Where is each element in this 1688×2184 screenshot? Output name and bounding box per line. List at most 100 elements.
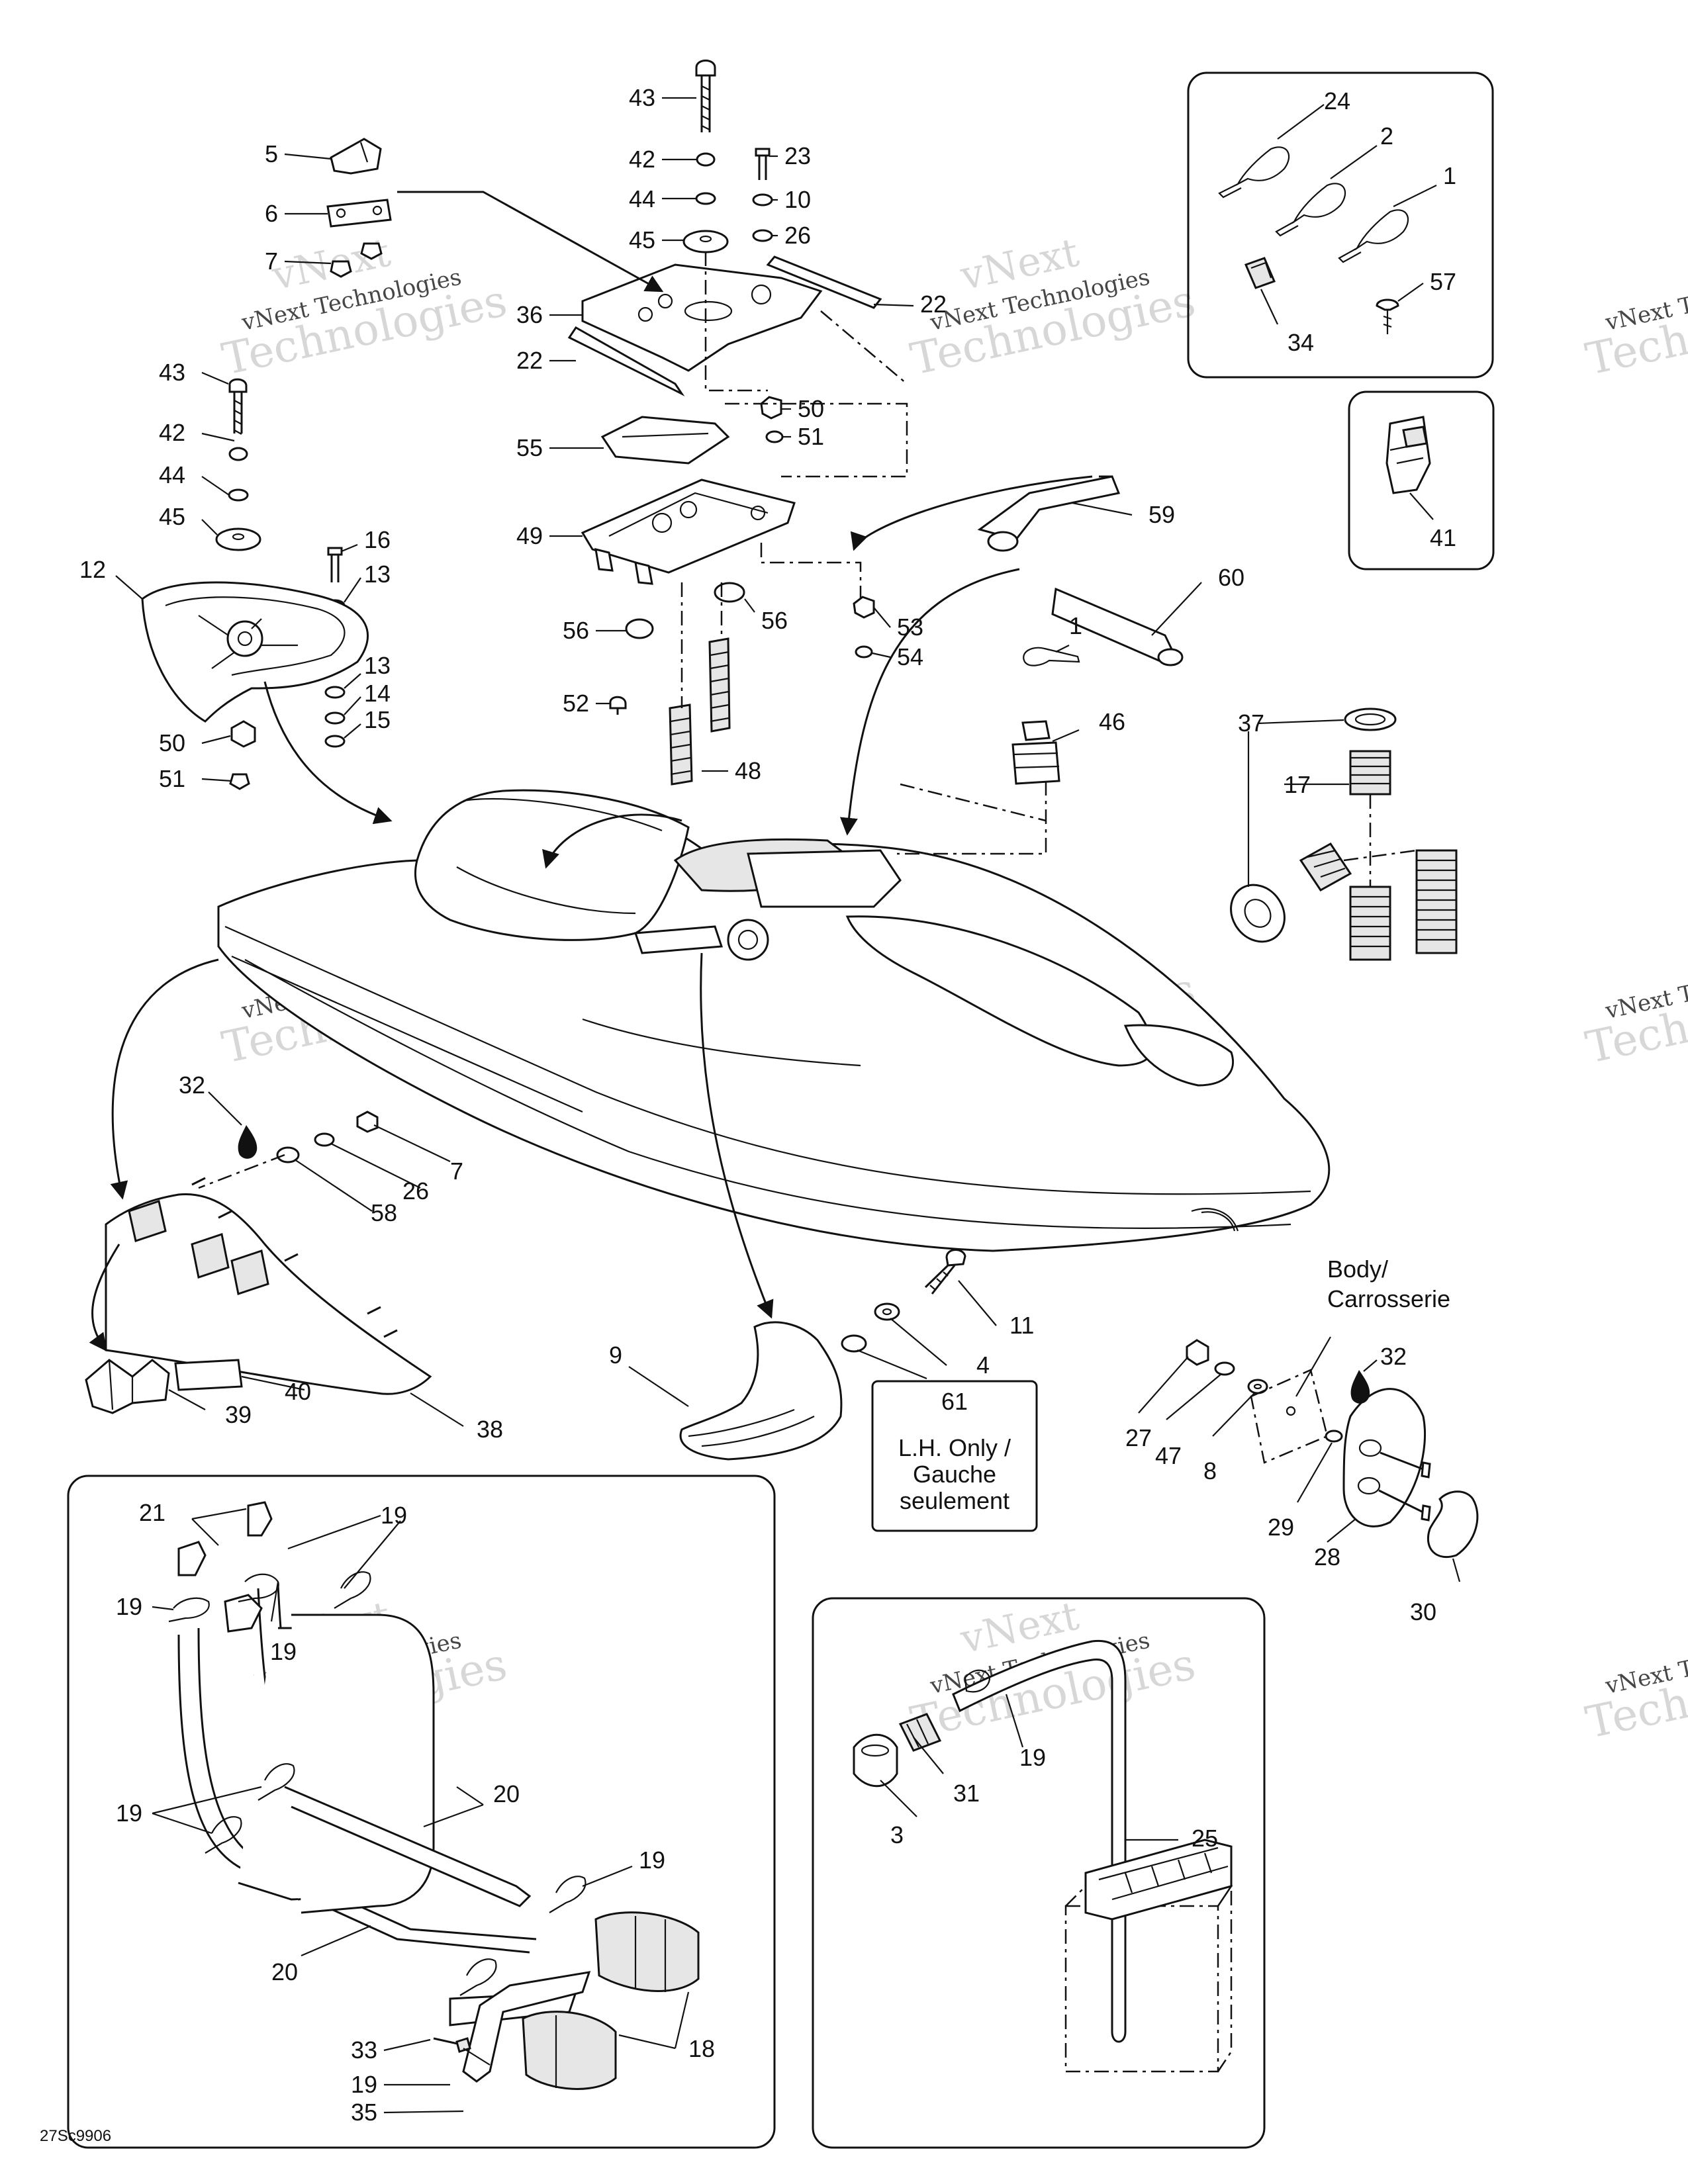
- callout-59: 59: [1149, 501, 1175, 528]
- callout-19: 19: [381, 1502, 407, 1529]
- side-panel-hardware: [841, 1249, 966, 1353]
- callout-44: 44: [629, 185, 655, 212]
- callout-27: 27: [1125, 1424, 1152, 1451]
- callout-1: 1: [1443, 162, 1456, 189]
- seat-plate-assembly: [567, 255, 882, 786]
- callout-26: 26: [784, 222, 811, 249]
- callout-19: 19: [270, 1638, 297, 1665]
- callout-16: 16: [364, 526, 391, 553]
- callout-60: 60: [1218, 564, 1244, 591]
- callout-19: 19: [1019, 1744, 1046, 1771]
- callout-23: 23: [784, 142, 811, 169]
- callout-36: 36: [516, 301, 543, 328]
- svg-text:Gauche: Gauche: [913, 1461, 996, 1488]
- callout-47: 47: [1155, 1442, 1182, 1469]
- callout-7: 7: [265, 248, 278, 275]
- callout-39: 39: [225, 1401, 252, 1428]
- watermark: vNext vNext Technologies Technologies: [218, 230, 511, 385]
- callout-6: 6: [265, 200, 278, 227]
- hull-body: [217, 789, 1331, 1252]
- svg-text:Body/: Body/: [1327, 1255, 1388, 1283]
- callout-58: 58: [371, 1199, 397, 1226]
- callout-13: 13: [364, 652, 391, 679]
- callout-49: 49: [516, 522, 543, 549]
- callout-28: 28: [1314, 1543, 1340, 1570]
- callout-32: 32: [179, 1071, 205, 1099]
- callout-22: 22: [920, 291, 947, 318]
- callout-7: 7: [450, 1158, 463, 1185]
- callout-2: 2: [1380, 122, 1393, 150]
- drawing-code: 27Sc9906: [40, 2127, 111, 2145]
- body-note: Body/ Carrosserie: [1327, 1255, 1450, 1312]
- callout-30: 30: [1410, 1598, 1436, 1625]
- callout-50: 50: [159, 729, 185, 756]
- svg-text:Carrosserie: Carrosserie: [1327, 1285, 1450, 1312]
- callout-51: 51: [159, 765, 185, 792]
- callout-46: 46: [1099, 708, 1125, 735]
- callout-29: 29: [1268, 1514, 1294, 1541]
- drain-plug-46: [1011, 647, 1080, 785]
- battery-vent-inset: [853, 1639, 1233, 2073]
- svg-text:seulement: seulement: [900, 1487, 1009, 1514]
- callout-41: 41: [1430, 524, 1456, 551]
- lh-only-note-box: [871, 1380, 1038, 1532]
- callout-35: 35: [351, 2099, 377, 2126]
- callout-56: 56: [563, 617, 589, 644]
- svg-text:Technologies: Technologies: [1581, 1639, 1688, 1749]
- callout-55: 55: [516, 434, 543, 461]
- watermark: vNext Technologies Technologies: [1581, 1627, 1688, 1749]
- callout-19: 19: [351, 2071, 377, 2098]
- callout-50: 50: [798, 395, 824, 422]
- callout-48: 48: [735, 757, 761, 784]
- callout-8: 8: [1203, 1457, 1217, 1484]
- leader-33: [383, 2038, 431, 2052]
- callout-11: 11: [1009, 1312, 1034, 1339]
- callout-22: 22: [516, 347, 543, 374]
- callout-25: 25: [1192, 1825, 1218, 1852]
- spring-buffers: [1230, 707, 1458, 961]
- callout-34: 34: [1288, 329, 1314, 356]
- assembly-arrows: [89, 191, 1112, 1352]
- callout-19: 19: [639, 1846, 665, 1874]
- callout-57: 57: [1430, 268, 1456, 295]
- callout-21: 21: [139, 1499, 165, 1526]
- callout-32: 32: [1380, 1343, 1407, 1370]
- callout-56: 56: [761, 607, 788, 634]
- callout-26: 26: [402, 1177, 429, 1205]
- sponson-assembly: [85, 1177, 432, 1414]
- callout-45: 45: [159, 503, 185, 530]
- mirror-mount-assembly: [1186, 1339, 1479, 1559]
- callout-45: 45: [629, 226, 655, 253]
- callout-51: 51: [798, 423, 824, 450]
- callout-20: 20: [493, 1780, 520, 1807]
- leader-lines: [115, 97, 1461, 2114]
- callout-10: 10: [784, 186, 811, 213]
- grease-drop-icon: [1350, 1370, 1370, 1404]
- callout-54: 54: [897, 643, 923, 670]
- handle-tube: [977, 475, 1184, 666]
- callout-15: 15: [364, 706, 391, 733]
- rear-grab-handle-assembly: [141, 378, 369, 790]
- callout-20: 20: [271, 1958, 298, 1985]
- inset-box-ties: [1187, 71, 1494, 379]
- alignment-lines: [198, 251, 1417, 1189]
- side-panel-9: [679, 1321, 843, 1461]
- callout-1: 1: [1069, 612, 1082, 639]
- watermark: vNext Technologies Technologies: [1581, 264, 1688, 385]
- callout-40: 40: [285, 1378, 311, 1405]
- callout-4: 4: [976, 1351, 990, 1379]
- svg-text:Technologies: Technologies: [1581, 964, 1688, 1073]
- seat-upper-hardware: [682, 60, 773, 253]
- inset-box-clip: [1348, 390, 1495, 570]
- callout-9: 9: [609, 1342, 622, 1369]
- callout-44: 44: [159, 461, 185, 488]
- callout-42: 42: [159, 419, 185, 446]
- callout-52: 52: [563, 690, 589, 717]
- callout-43: 43: [159, 359, 185, 386]
- watermark: vNext Technologies Technologies: [1581, 952, 1688, 1073]
- callout-37: 37: [1238, 709, 1264, 737]
- callout-43: 43: [629, 84, 655, 111]
- callout-38: 38: [477, 1416, 503, 1443]
- callout-labels: 43 42 44 45 23 10 26 5 6 7 36 22 22 50 5…: [79, 84, 1456, 2126]
